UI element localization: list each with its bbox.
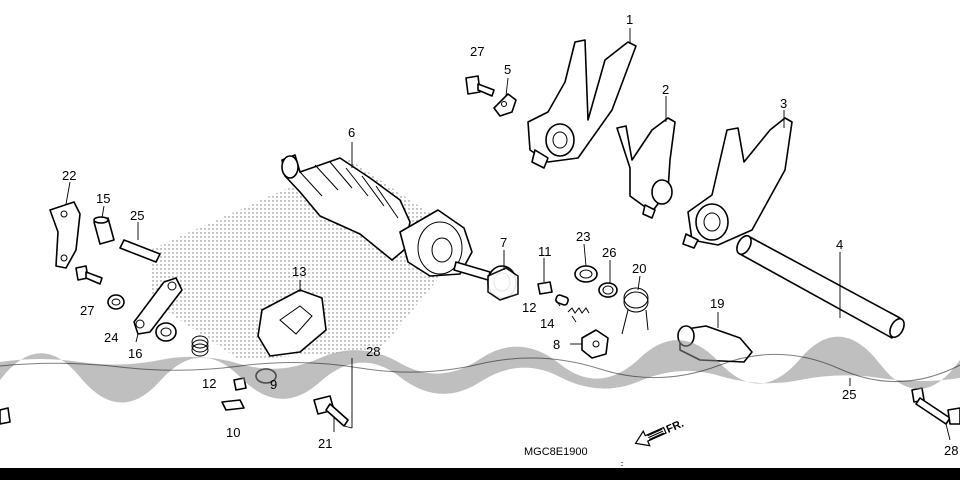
- callout-7: 7: [500, 235, 507, 250]
- stopper-plate-22: [49, 201, 81, 269]
- bolt-27-left: [75, 265, 103, 285]
- cam-plate-13: [257, 289, 327, 357]
- shift-fork-shaft-4: [736, 234, 905, 339]
- plate-5: [493, 93, 517, 117]
- pin-12-lower: [233, 377, 247, 391]
- small-parts-cluster: [537, 281, 609, 359]
- callout-10: 10: [226, 425, 240, 440]
- torn-page-band: [0, 336, 960, 403]
- callout-22: 22: [62, 168, 76, 183]
- callout-9: 9: [270, 377, 277, 392]
- gearshift-drum-6: [281, 154, 491, 281]
- callout-15: 15: [96, 191, 110, 206]
- callout-19: 19: [710, 296, 724, 311]
- washer-right-edge: [947, 407, 960, 425]
- callout-24: 24: [104, 330, 118, 345]
- callout-5: 5: [504, 62, 511, 77]
- callout-20: 20: [632, 261, 646, 276]
- bolt-27-top: [465, 75, 495, 97]
- bottom-border-bar: [0, 468, 960, 480]
- roller-bushing: [155, 322, 177, 342]
- callout-2: 2: [662, 82, 669, 97]
- ring-26: [598, 282, 618, 298]
- key-10: [221, 399, 245, 411]
- callout-21: 21: [318, 436, 332, 451]
- diagram-code: MGC8E1900: [524, 446, 588, 458]
- callout-1: 1: [626, 12, 633, 27]
- callout-12-upper: 12: [522, 300, 536, 315]
- shift-fork-1: [527, 39, 637, 169]
- bearing-7: [487, 265, 519, 301]
- callout-25-right: 25: [842, 387, 856, 402]
- front-direction-arrow: FR.: [634, 418, 686, 447]
- callout-23: 23: [576, 229, 590, 244]
- callout-3: 3: [780, 96, 787, 111]
- direction-label: FR.: [665, 418, 686, 436]
- callout-12-lower: 12: [202, 376, 216, 391]
- callout-27-left: 27: [80, 303, 94, 318]
- shift-fork-3: [682, 117, 793, 249]
- callout-4: 4: [836, 237, 843, 252]
- leader-lines: [65, 28, 951, 441]
- callout-16: 16: [128, 346, 142, 361]
- washer-left-edge: [0, 407, 11, 425]
- callout-11: 11: [538, 244, 552, 259]
- callout-13: 13: [292, 264, 306, 279]
- dowel-pin-25: [119, 239, 161, 263]
- callout-25-left: 25: [130, 208, 144, 223]
- callout-28-center: 28: [366, 344, 380, 359]
- collar-15: [93, 216, 115, 245]
- callout-6: 6: [348, 125, 355, 140]
- callout-labels: 1 2 3 4 5 6 7 8 9 10 11 12 12 13 14 15 1…: [62, 12, 958, 458]
- bolt-28-right: [911, 387, 951, 425]
- callout-26: 26: [602, 245, 616, 260]
- return-spring-20: [621, 287, 649, 335]
- washer-23: [574, 265, 598, 283]
- small-spring: [191, 335, 209, 357]
- callout-27-top: 27: [470, 44, 484, 59]
- washer-24: [107, 294, 125, 310]
- callout-14: 14: [540, 316, 554, 331]
- callout-28-right: 28: [944, 443, 958, 458]
- callout-8: 8: [553, 337, 560, 352]
- bolt-21: [313, 395, 349, 427]
- shift-fork-2: [616, 117, 676, 219]
